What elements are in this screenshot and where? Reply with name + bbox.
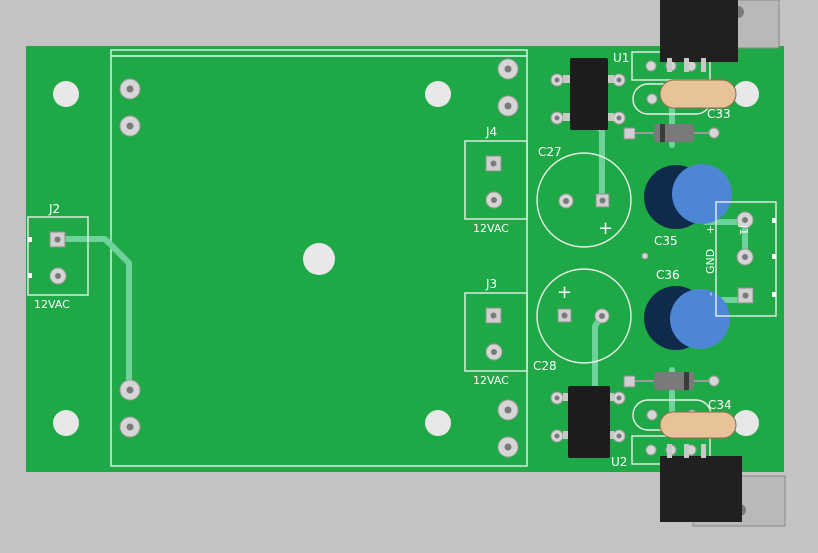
mounting-hole [53, 410, 79, 436]
j1-minus-label: - [704, 292, 717, 296]
j1-label: J1 [737, 224, 750, 235]
j1-gnd-label: GND [704, 249, 717, 274]
transformer-pins [119, 58, 519, 458]
c34-label: C34 [708, 398, 732, 412]
bridge-rectifier-bottom [550, 386, 626, 458]
mounting-hole [425, 410, 451, 436]
mounting-hole [733, 81, 759, 107]
c33-capacitor [632, 79, 737, 115]
via [641, 252, 649, 260]
mounting-hole [733, 410, 759, 436]
j2-desc: 12VAC [34, 298, 70, 311]
c28-capacitor [536, 268, 632, 364]
pcb-board [26, 46, 784, 472]
diode-top [623, 124, 720, 142]
c27-plus: + [598, 218, 613, 239]
j1-plus-label: + [704, 225, 717, 234]
j4-label: J4 [485, 125, 497, 139]
c36-label: C36 [656, 268, 680, 282]
j3-label: J3 [485, 277, 497, 291]
c33-label: C33 [707, 107, 731, 121]
c35-label: C35 [654, 234, 678, 248]
c27-capacitor [536, 152, 632, 248]
bridge-rectifier-top [550, 58, 626, 130]
c28-plus: + [557, 282, 572, 303]
c36-capacitor [644, 286, 730, 350]
j2-connector [27, 216, 89, 296]
c35-capacitor [644, 164, 732, 229]
c34-capacitor [632, 399, 737, 439]
j4-connector [464, 140, 528, 220]
j4-desc: 12VAC [473, 222, 509, 235]
c28-label: C28 [533, 359, 557, 373]
u1-label: U1 [613, 51, 629, 65]
u2-label: U2 [611, 455, 627, 469]
mounting-hole [53, 81, 79, 107]
u1-regulator [631, 0, 780, 81]
j2-label: J2 [48, 202, 60, 216]
u2-regulator [631, 435, 786, 527]
j3-connector [464, 292, 528, 372]
mounting-hole [303, 243, 335, 275]
trace [55, 236, 132, 393]
j3-desc: 12VAC [473, 374, 509, 387]
c27-label: C27 [538, 145, 562, 159]
diode-bottom [623, 372, 720, 390]
transformer-outline [110, 49, 528, 467]
j1-connector [715, 201, 777, 317]
mounting-hole [425, 81, 451, 107]
